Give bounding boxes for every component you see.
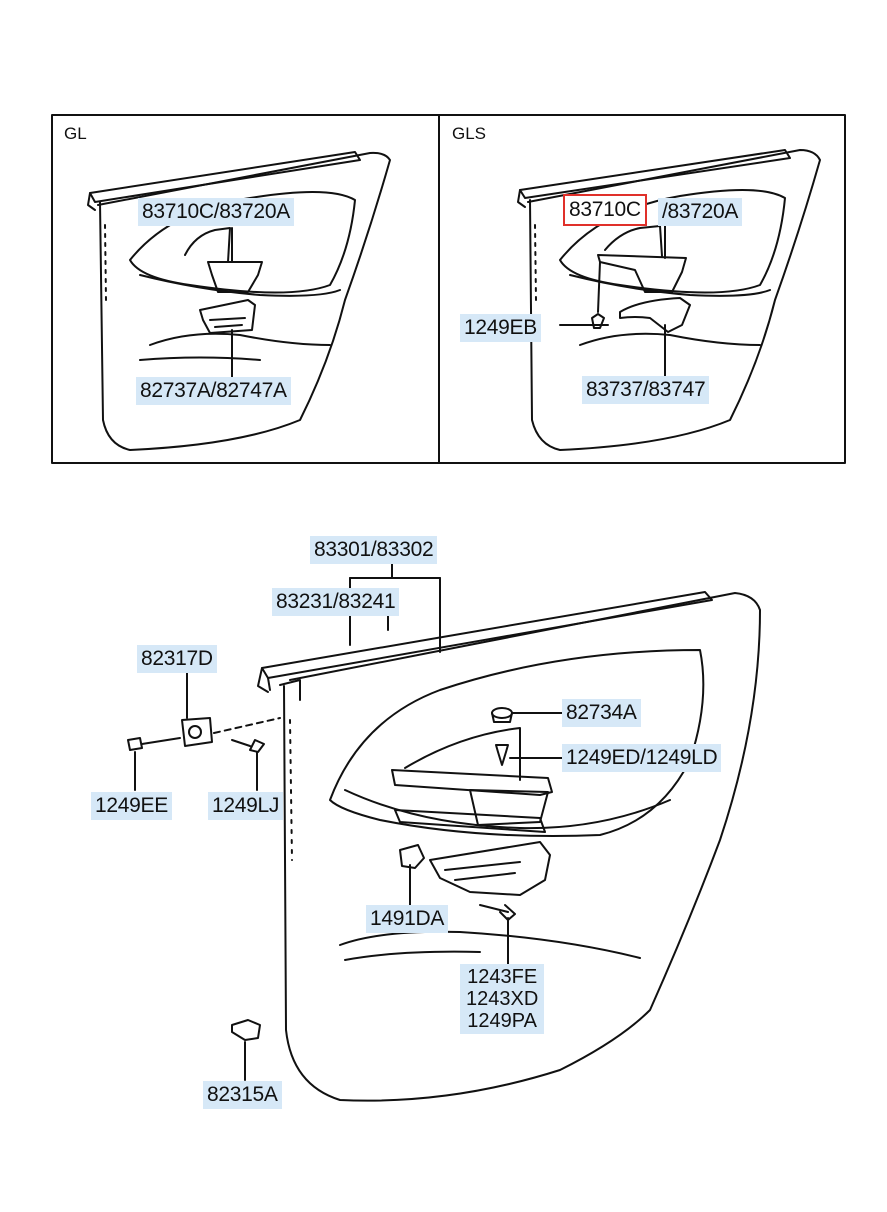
section-title-gls: GLS	[452, 124, 487, 143]
bracket-part-label[interactable]: 82317D	[137, 645, 217, 673]
trim-part-label[interactable]: 83301/83302	[310, 536, 438, 564]
gl-door-panel	[87, 151, 391, 451]
weatherstrip-part-label[interactable]: 83231/83241	[272, 588, 400, 616]
screw-left-part-label[interactable]: 1249EE	[91, 792, 172, 820]
gl-pull-part-label[interactable]: 82737A/82747A	[136, 377, 291, 405]
bolt-part-labels: 1243FE 1243XD 1249PA	[460, 964, 545, 1034]
screw-right-part-label[interactable]: 1249LJ	[208, 792, 284, 820]
bolt-label-2[interactable]: 1243XD	[466, 988, 539, 1010]
cap-part-label[interactable]: 82734A	[562, 699, 641, 727]
gls-handle-part-label-highlighted[interactable]: 83710C	[563, 194, 647, 226]
fastener-part-label[interactable]: 82315A	[203, 1081, 282, 1109]
bolt-label-1[interactable]: 1243FE	[467, 966, 538, 988]
gls-door-panel	[517, 149, 821, 451]
gl-handle-part-label[interactable]: 83710C/83720A	[138, 198, 294, 226]
gls-screw-part-label[interactable]: 1249EB	[460, 314, 541, 342]
main-door-panel	[127, 559, 761, 1102]
clip-part-label[interactable]: 1491DA	[366, 905, 449, 933]
handle-screw-part-label[interactable]: 1249ED/1249LD	[562, 744, 722, 772]
section-title-gl: GL	[64, 124, 87, 143]
gls-handle-part-label[interactable]: /83720A	[658, 198, 743, 226]
top-frame	[51, 114, 846, 464]
gls-pull-part-label[interactable]: 83737/83747	[582, 376, 710, 404]
bolt-label-3[interactable]: 1249PA	[467, 1010, 537, 1032]
